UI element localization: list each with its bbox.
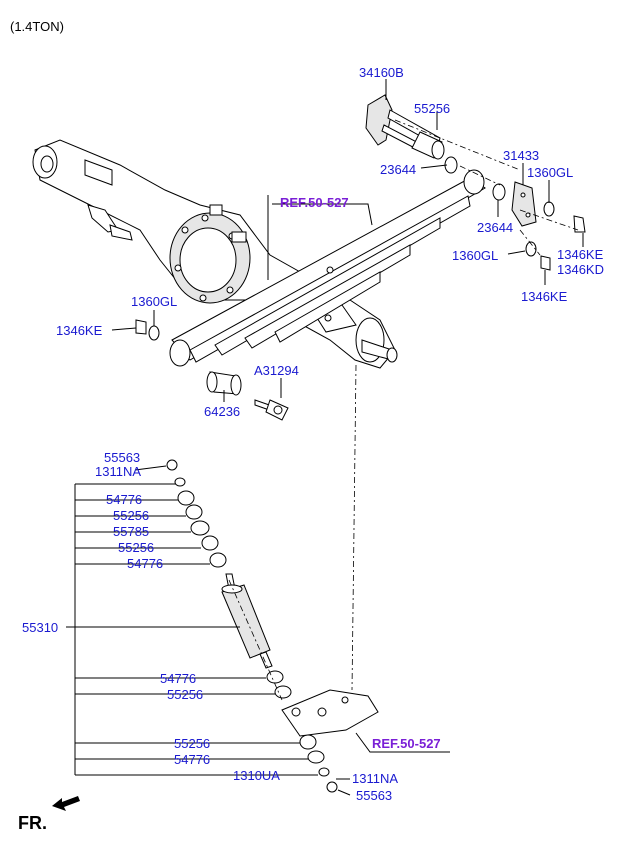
part-label-1360GL-c[interactable]: 1360GL — [131, 294, 177, 309]
part-label-1311NA-b[interactable]: 1311NA — [352, 771, 398, 786]
part-label-54776-c[interactable]: 54776 — [160, 671, 196, 686]
bolt-A31294 — [254, 399, 289, 421]
part-label-55256-a[interactable]: 55256 — [113, 508, 149, 523]
part-label-54776-d[interactable]: 54776 — [174, 752, 210, 767]
part-label-55256-d[interactable]: 55256 — [174, 736, 210, 751]
ref-line-hanger — [394, 119, 521, 171]
part-label-55563-b[interactable]: 55563 — [356, 788, 392, 803]
ref-line-plate — [351, 364, 357, 691]
part-label-1346KD[interactable]: 1346KD — [557, 262, 604, 277]
part-label-55310[interactable]: 55310 — [22, 620, 58, 635]
variant-title: (1.4TON) — [10, 19, 64, 34]
part-label-1311NA-a[interactable]: 1311NA — [95, 464, 141, 479]
part-label-1346KE-a[interactable]: 1346KE — [557, 247, 604, 262]
part-label-1346KE-b[interactable]: 1346KE — [521, 289, 568, 304]
part-label-55256-b[interactable]: 55256 — [118, 540, 154, 555]
part-label-54776-b[interactable]: 54776 — [127, 556, 163, 571]
nut-1346KE-left — [135, 319, 147, 335]
front-bush — [411, 131, 445, 160]
part-label-A31294[interactable]: A31294 — [254, 363, 299, 378]
part-label-55563-a[interactable]: 55563 — [104, 450, 140, 465]
ref-line-shock — [228, 579, 283, 701]
rear-bush-64236 — [206, 371, 242, 396]
part-label-1360GL-a[interactable]: 1360GL — [527, 165, 573, 180]
washer-1360GL-left — [148, 325, 160, 341]
part-label-1310UA[interactable]: 1310UA — [233, 768, 280, 783]
nut-1346KE-upper — [573, 215, 586, 233]
front-direction-label: FR. — [18, 813, 47, 833]
part-label-1360GL-b[interactable]: 1360GL — [452, 248, 498, 263]
ref-label-bottom[interactable]: REF.50-527 — [372, 736, 441, 751]
ref-label-top[interactable]: REF.50-527 — [280, 195, 349, 210]
shock-absorber — [221, 573, 273, 669]
part-label-54776-a[interactable]: 54776 — [106, 492, 142, 507]
ref-line-shackle-lower — [519, 229, 541, 256]
shock-upper-hardware — [166, 459, 227, 568]
front-direction-arrow-icon — [52, 796, 80, 811]
part-label-23644-a[interactable]: 23644 — [380, 162, 416, 177]
shock-lower-hardware — [266, 670, 338, 793]
washer-1360GL-upper — [543, 201, 555, 217]
nut-1346KE-lower — [540, 255, 551, 271]
spring-seat-plate — [281, 689, 379, 737]
part-label-55256-c[interactable]: 55256 — [167, 687, 203, 702]
spring-shackle — [511, 181, 537, 227]
leaf-spring — [169, 169, 486, 367]
washer-1360GL-lower — [525, 241, 537, 257]
part-label-34160B[interactable]: 34160B — [359, 65, 404, 80]
part-label-23644-b[interactable]: 23644 — [477, 220, 513, 235]
part-label-1346KE-c[interactable]: 1346KE — [56, 323, 103, 338]
washer-23644-lower — [492, 183, 506, 201]
leader-lines — [66, 79, 584, 796]
part-label-31433[interactable]: 31433 — [503, 148, 539, 163]
ref-line-shackle — [519, 209, 579, 231]
part-label-55256-top[interactable]: 55256 — [414, 101, 450, 116]
part-label-55785[interactable]: 55785 — [113, 524, 149, 539]
part-label-64236[interactable]: 64236 — [204, 404, 240, 419]
